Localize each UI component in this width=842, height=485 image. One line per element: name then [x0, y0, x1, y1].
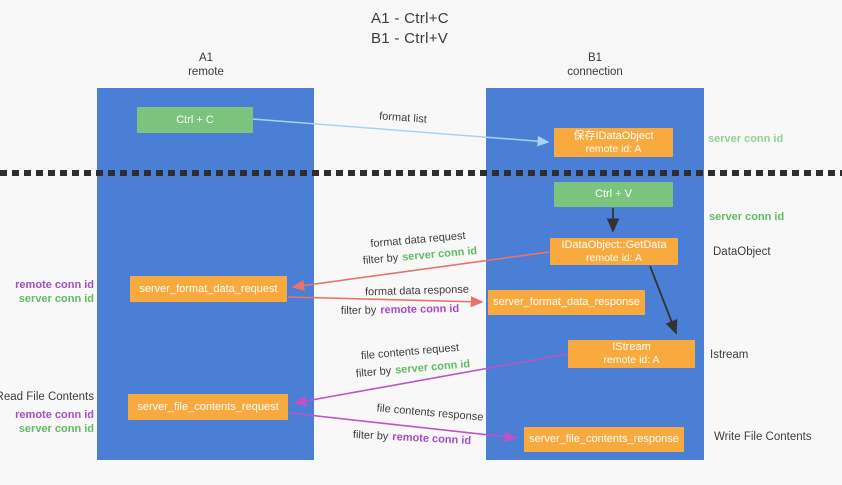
server-conn-id-right-mid: server conn id: [709, 211, 785, 223]
format-data-response-label: format data response: [364, 283, 470, 299]
dashed-divider-line: [0, 170, 842, 176]
server-file-contents-request-label: server_file_contents_request: [137, 400, 279, 413]
filter-by-text: filter by: [340, 304, 377, 318]
filter-by-text: filter by: [362, 251, 399, 267]
server-file-contents-response-node: server_file_contents_response: [524, 427, 684, 452]
lifeline-a1-name: A1: [198, 52, 214, 64]
server-conn-id-left-1: server conn id: [18, 293, 94, 305]
server-format-data-response-node: server_format_data_response: [488, 290, 645, 315]
ctrl-v-node: Ctrl + V: [554, 182, 673, 207]
server-conn-id-text: server conn id: [401, 245, 478, 264]
title-line-1: A1 - Ctrl+C: [371, 10, 449, 27]
istream-line1: IStream: [612, 341, 651, 353]
server-format-data-request-label: server_format_data_request: [139, 282, 278, 295]
remote-conn-id-left-2: remote conn id: [15, 409, 94, 421]
istream-line2: remote id: A: [603, 354, 660, 366]
idataobject-getdata-line1: IDataObject::GetData: [561, 238, 667, 251]
save-idataobject-line2: remote id: A: [585, 142, 642, 155]
read-file-contents-label: Read File Contents: [0, 391, 94, 403]
idataobject-getdata-node: IDataObject::GetData remote id: A: [550, 238, 678, 265]
remote-conn-id-text: remote conn id: [392, 430, 472, 448]
filter-by-text: filter by: [355, 364, 392, 380]
ctrl-c-node: Ctrl + C: [137, 107, 253, 133]
server-format-data-request-node: server_format_data_request: [130, 276, 287, 302]
istream-node: IStream remote id: A: [568, 340, 695, 368]
remote-conn-id-text: remote conn id: [380, 302, 460, 317]
diagram-title: A1 - Ctrl+C B1 - Ctrl+V: [371, 9, 449, 49]
lifeline-header-a1: A1 remote: [146, 51, 266, 79]
ctrl-v-label: Ctrl + V: [595, 188, 632, 200]
file-contents-response-label: file contents response: [376, 402, 484, 424]
lifeline-b1-name: B1: [587, 52, 603, 64]
istream-side-label: Istream: [710, 349, 749, 361]
remote-conn-id-left-1: remote conn id: [15, 279, 94, 291]
ctrl-c-label: Ctrl + C: [176, 113, 214, 126]
format-list-label: format list: [378, 110, 428, 126]
server-conn-id-text: server conn id: [394, 358, 471, 377]
write-file-contents-label: Write File Contents: [714, 431, 812, 443]
lifeline-a1-role: remote: [188, 66, 224, 78]
idataobject-getdata-line2: remote id: A: [585, 251, 643, 264]
server-file-contents-request-node: server_file_contents_request: [128, 394, 288, 420]
title-line-2: B1 - Ctrl+V: [371, 30, 449, 47]
lifeline-b1-role: connection: [567, 66, 623, 78]
server-file-contents-response-label: server_file_contents_response: [529, 433, 679, 445]
save-idataobject-line1: 保存IDataObject: [573, 129, 654, 142]
save-idataobject-node: 保存IDataObject remote id: A: [554, 128, 673, 157]
lifeline-header-b1: B1 connection: [535, 51, 655, 79]
filter-by-text: filter by: [352, 428, 389, 443]
server-conn-id-right-top: server conn id: [708, 133, 784, 145]
server-format-data-response-label: server_format_data_response: [493, 296, 640, 308]
dataobject-side-label: DataObject: [713, 246, 771, 258]
server-conn-id-left-2: server conn id: [18, 423, 94, 435]
